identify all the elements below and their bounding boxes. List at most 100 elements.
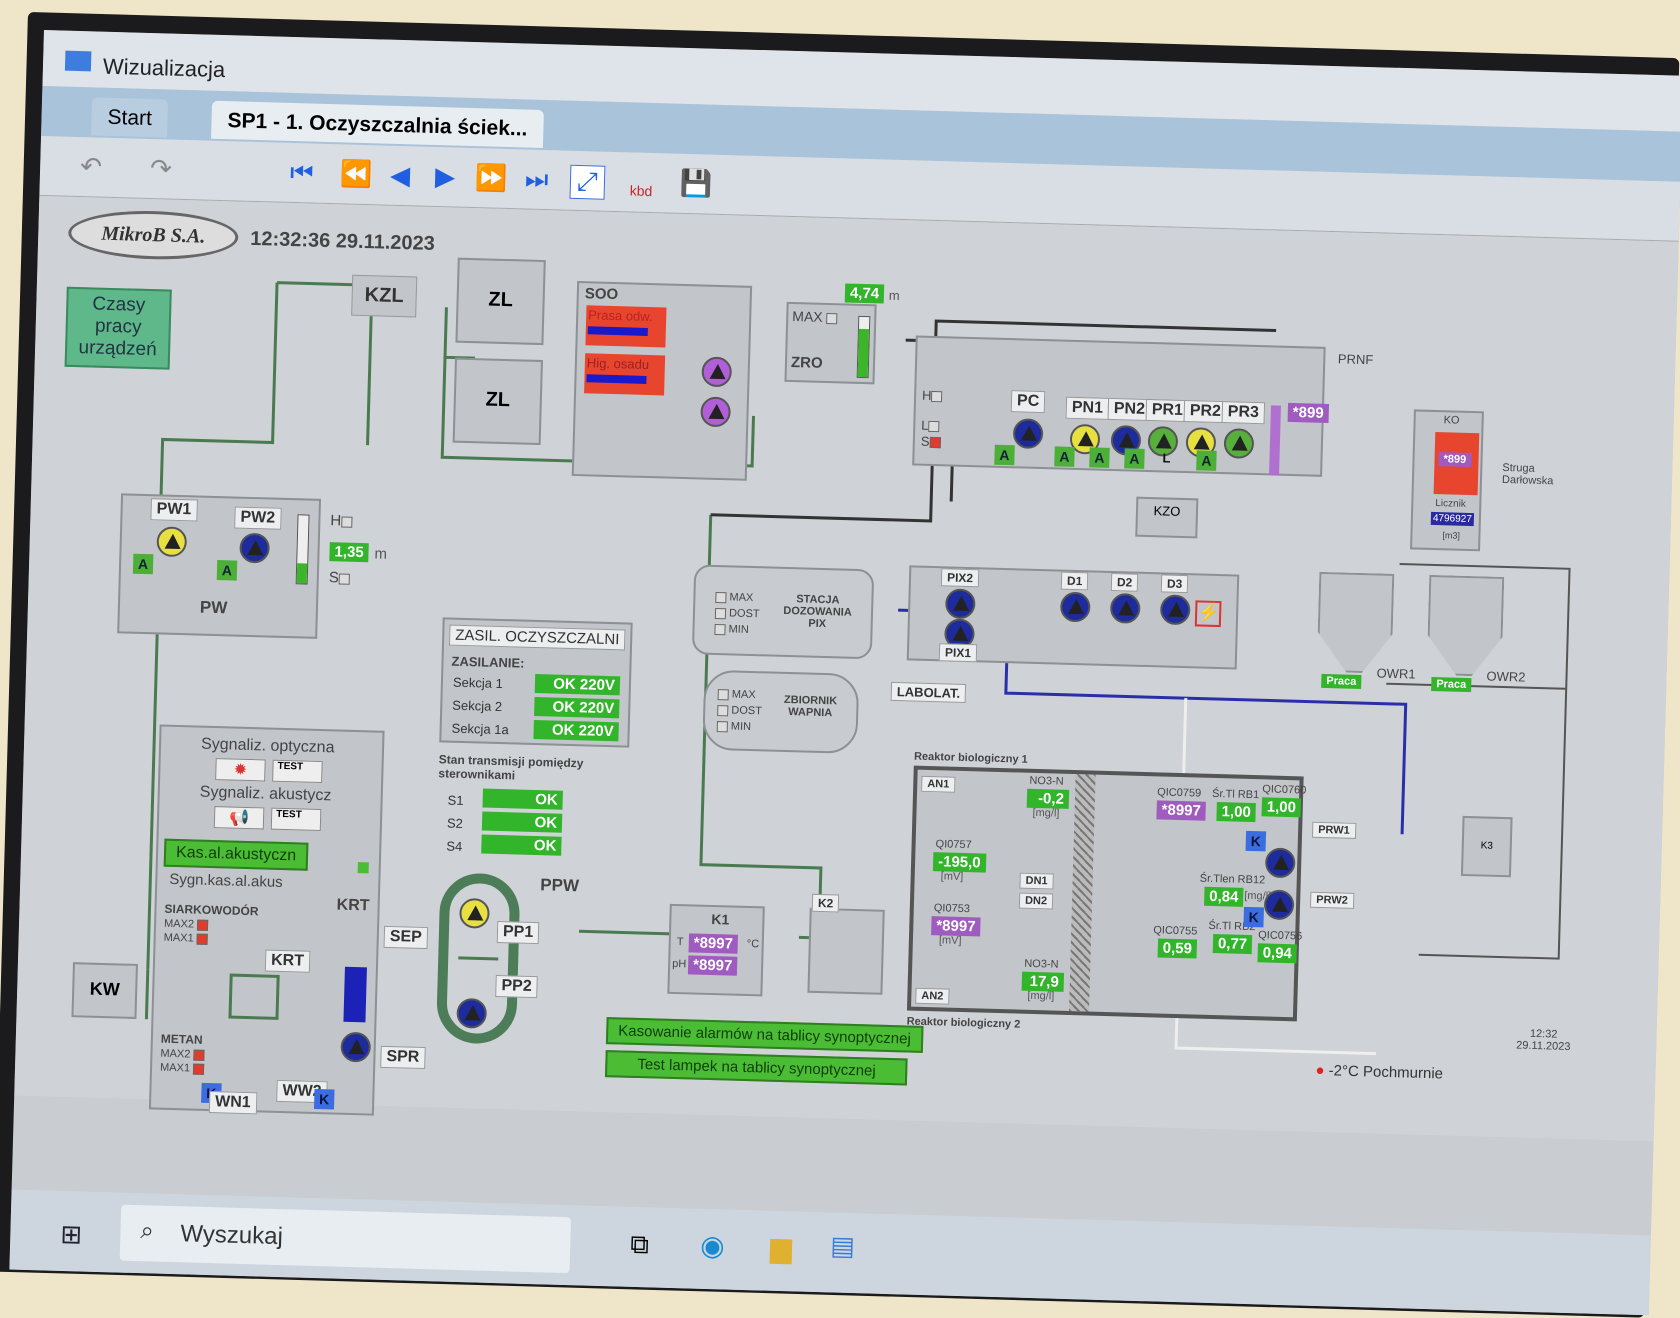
search-placeholder: Wyszukaj: [180, 1220, 284, 1251]
qic0760-label: QIC0760: [1262, 783, 1307, 797]
horn-icon[interactable]: 📢: [213, 806, 265, 830]
test-optyczna-button[interactable]: TEST: [272, 759, 323, 784]
visualization-app-icon[interactable]: ▤: [829, 1230, 856, 1262]
pw-h: H: [330, 512, 353, 530]
an2-label: AN2: [915, 987, 950, 1005]
soo-pump-1[interactable]: [701, 356, 733, 388]
qi0757-label: QI0757: [935, 838, 972, 852]
zasilanie-panel: ZASIL. OCZYSZCZALNI ZASILANIE: Sekcja 1 …: [439, 617, 633, 748]
pump-pw2-label: PW2: [234, 506, 282, 530]
screen: Wizualizacja Start SP1 - 1. Oczyszczalni…: [9, 30, 1680, 1316]
zro-unit: m: [888, 287, 900, 303]
auto-badge: A: [1124, 448, 1145, 469]
k1-box: K1 T *8997 °C pH *8997: [667, 903, 765, 997]
pump-pw1[interactable]: [156, 526, 188, 558]
ppw-label: PPW: [540, 875, 580, 896]
owr1-label: OWR1: [1376, 665, 1416, 682]
alarm-label: Hig. osadu: [586, 355, 650, 373]
licznik-value: 4796927: [1430, 511, 1475, 527]
soo-pump-2[interactable]: [700, 396, 732, 428]
save-icon[interactable]: 💾: [679, 167, 713, 199]
edge-icon[interactable]: ◉: [699, 1229, 726, 1262]
rb1-value: 1,00: [1216, 802, 1257, 823]
test-akustycz-button[interactable]: TEST: [270, 807, 322, 832]
owr2-status: Praca: [1431, 676, 1472, 693]
pump-pix2[interactable]: [944, 588, 976, 620]
prnf-level-value: *899: [1287, 402, 1329, 424]
beacon-icon[interactable]: ✹: [215, 758, 266, 782]
pipe: [1386, 563, 1571, 960]
tab-sp1[interactable]: SP1 - 1. Oczyszczalnia ściek...: [211, 100, 544, 148]
czasy-pracy-button[interactable]: Czasy pracy urządzeń: [64, 286, 172, 370]
redo-icon[interactable]: ↷: [149, 153, 173, 184]
next-icon[interactable]: ▶: [434, 160, 456, 192]
zro-level-value: 4,74: [844, 283, 885, 304]
pump-d3[interactable]: [1159, 594, 1191, 626]
rewind-icon[interactable]: ⏪: [339, 158, 373, 190]
signal-panel: Sygnaliz. optyczna ✹ TEST Sygnaliz. akus…: [148, 724, 385, 1116]
k-badge: K: [1243, 906, 1264, 928]
qi0753-label: QI0753: [933, 902, 971, 916]
label: H: [330, 512, 342, 530]
windows-start-icon[interactable]: ⊞: [59, 1218, 83, 1250]
licznik-unit: [m3]: [1442, 530, 1461, 541]
pix-levels: MAX DOST MIN: [714, 589, 760, 638]
pump-pr3[interactable]: [1223, 428, 1255, 459]
krt-grate-label: KRT: [264, 949, 311, 973]
window-title: Wizualizacja: [102, 53, 226, 83]
k1-temperature: *8997: [688, 933, 739, 954]
alarm-higienizacja[interactable]: Hig. osadu: [584, 353, 666, 396]
fast-forward-icon[interactable]: ⏩: [474, 162, 508, 193]
label: MAX: [731, 688, 756, 702]
s-label: S4: [446, 838, 463, 854]
kas-al-akustyczn-button[interactable]: Kas.al.akustyczn: [163, 838, 309, 871]
no3-1-label: NO3-N: [1029, 774, 1064, 788]
pump-prw1[interactable]: [1264, 847, 1296, 879]
pump-pw2[interactable]: [239, 532, 271, 564]
tab-start[interactable]: Start: [91, 97, 169, 138]
pix2-label: PIX2: [940, 568, 980, 588]
lightning-icon: ⚡: [1194, 600, 1222, 628]
pw-level-value: 1,35: [329, 542, 369, 563]
fullscreen-icon[interactable]: ⤢: [569, 164, 606, 200]
keyboard-button[interactable]: kbd: [629, 182, 653, 200]
alarm-prasa[interactable]: Prasa odw.: [585, 305, 667, 348]
k3-label: K3: [1480, 840, 1494, 852]
kzo-label: KZO: [1153, 503, 1181, 519]
prev-icon[interactable]: ◀: [389, 159, 411, 191]
pump-spr[interactable]: [340, 1031, 372, 1063]
file-explorer-icon[interactable]: ▆: [769, 1231, 793, 1264]
synoptic-canvas: MikroB S.A. 12:32:36 29.11.2023 Czasy pr…: [14, 195, 1679, 1142]
weather[interactable]: ● -2°C Pochmurnie: [1315, 1061, 1444, 1083]
pump-d1[interactable]: [1059, 591, 1091, 623]
pump-prw2[interactable]: [1263, 889, 1295, 921]
last-page-icon[interactable]: ⏭: [524, 163, 549, 195]
first-page-icon[interactable]: ⏮: [289, 156, 314, 188]
sekcja-status: OK 220V: [534, 673, 621, 696]
auto-badge: A: [132, 553, 154, 575]
label: -2°C Pochmurnie: [1328, 1062, 1444, 1083]
pw-s: S: [329, 569, 350, 587]
search-box[interactable]: ⌕ Wyszukaj: [119, 1204, 572, 1274]
qi0757-unit: [mV]: [940, 870, 964, 883]
task-view-icon[interactable]: ⧉: [629, 1228, 650, 1260]
dn2-label: DN2: [1018, 892, 1054, 910]
taskbar: ⊞ ⌕ Wyszukaj ⧉ ◉ ▆ ▤: [9, 1189, 1651, 1316]
zl-unit-2[interactable]: ZL: [452, 357, 543, 446]
auto-badge: A: [1054, 446, 1075, 467]
auto-badge: A: [1089, 447, 1110, 468]
pump-pc[interactable]: [1012, 418, 1044, 450]
labolat-label[interactable]: LABOLAT.: [890, 681, 967, 704]
no3-2-label: NO3-N: [1024, 957, 1059, 971]
k1-ph: *8997: [687, 955, 738, 976]
pump-d2[interactable]: [1109, 593, 1141, 624]
local-mode: L: [1162, 450, 1171, 466]
d3-label: D3: [1160, 574, 1189, 594]
owr2-label: OWR2: [1486, 668, 1526, 685]
undo-icon[interactable]: ↶: [79, 151, 103, 182]
zl-unit-1[interactable]: ZL: [455, 257, 546, 346]
pp2-label: PP2: [495, 974, 539, 999]
ko-panel: KO *899 Licznik 4796927 [m3]: [1410, 409, 1484, 552]
pump-pw1-label: PW1: [150, 498, 198, 522]
